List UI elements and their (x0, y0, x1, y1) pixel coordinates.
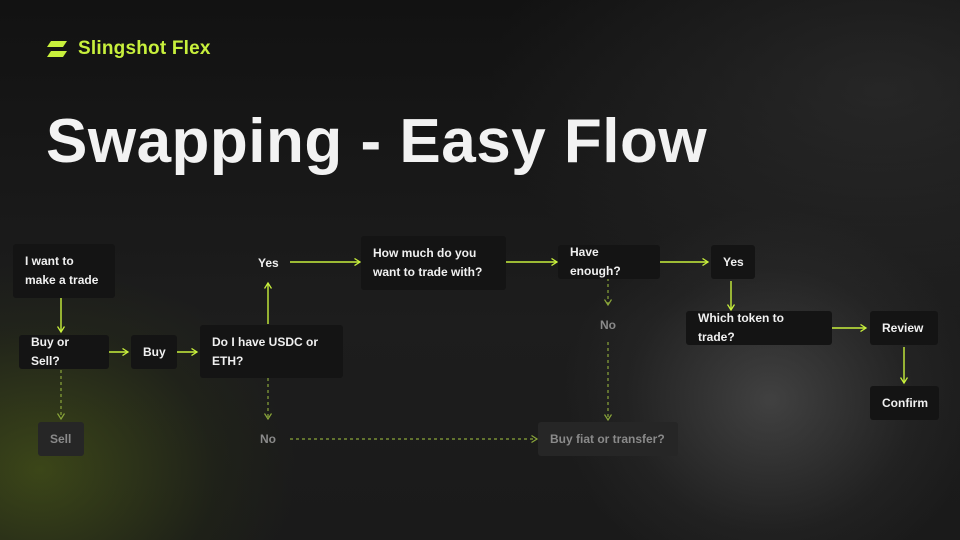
node-have-usdc-or-eth: Do I have USDC or ETH? (200, 325, 343, 378)
node-buy-or-sell: Buy or Sell? (19, 335, 109, 369)
node-no-usdc: No (260, 431, 276, 446)
node-which-token: Which token to trade? (686, 311, 832, 345)
node-buy: Buy (131, 335, 177, 369)
page-title: Swapping - Easy Flow (46, 107, 708, 176)
node-want-to-trade: I want to make a trade (13, 244, 115, 298)
node-review: Review (870, 311, 938, 345)
brand: Slingshot Flex (46, 38, 211, 60)
node-yes-enough: Yes (711, 245, 755, 279)
slingshot-logo-icon (47, 41, 67, 57)
node-how-much-to-trade: How much do you want to trade with? (361, 236, 506, 290)
node-confirm: Confirm (870, 386, 939, 420)
node-sell: Sell (38, 422, 84, 456)
node-no-enough: No (600, 317, 616, 332)
node-yes-usdc: Yes (258, 255, 279, 270)
brand-name: Slingshot Flex (78, 38, 211, 59)
node-buy-fiat-or-transfer: Buy fiat or transfer? (538, 422, 678, 456)
node-have-enough: Have enough? (558, 245, 660, 279)
